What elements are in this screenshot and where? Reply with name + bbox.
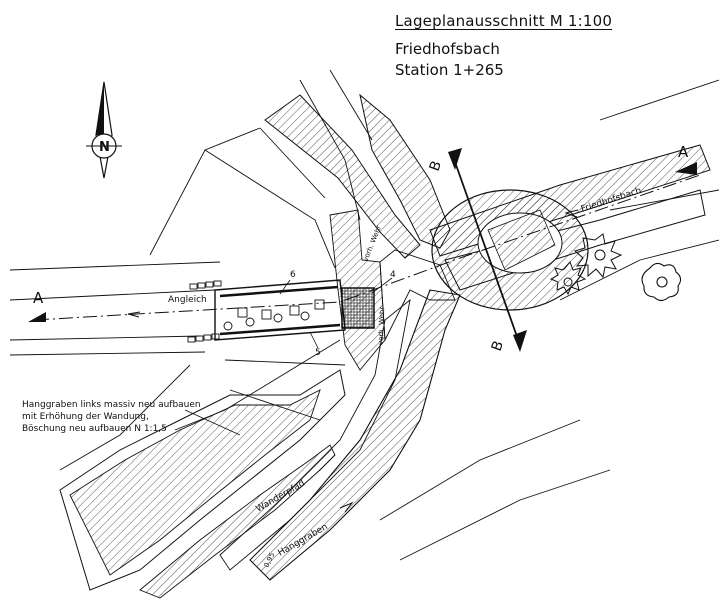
section-b-bottom-label: B — [489, 339, 507, 354]
north-arrow-icon: N — [86, 81, 122, 179]
plan-heading: Lageplanausschnitt M 1:100 — [395, 12, 613, 30]
weir-bottom-label: vorh. Wehr — [377, 306, 386, 345]
callout-5: 5 — [315, 348, 321, 358]
cobbles — [187, 280, 222, 343]
callout-6: 6 — [290, 270, 296, 280]
stream-name: Friedhofsbach — [395, 40, 500, 58]
shrub-icon — [641, 262, 682, 302]
callout-4: 4 — [390, 270, 396, 280]
section-b-top-label: B — [427, 159, 445, 174]
angleich-label: Angleich — [168, 295, 207, 305]
section-a-right-label: A — [678, 143, 689, 161]
section-b-marker-top — [448, 148, 462, 170]
section-b-marker-bottom — [513, 330, 527, 352]
north-label: N — [99, 140, 110, 155]
title-block: Lageplanausschnitt M 1:100 Friedhofsbach… — [395, 12, 612, 79]
station-label: Station 1+265 — [395, 61, 504, 79]
note-text: Hanggraben links massiv neu aufbauen mit… — [22, 400, 201, 434]
tree-icon — [573, 233, 623, 279]
section-a-marker-left — [28, 312, 46, 322]
weir-top-label: vorh. Wehr — [361, 224, 383, 263]
section-a-marker-right — [675, 162, 697, 175]
section-a-left-label: A — [33, 289, 44, 307]
bush-icon — [549, 261, 587, 296]
